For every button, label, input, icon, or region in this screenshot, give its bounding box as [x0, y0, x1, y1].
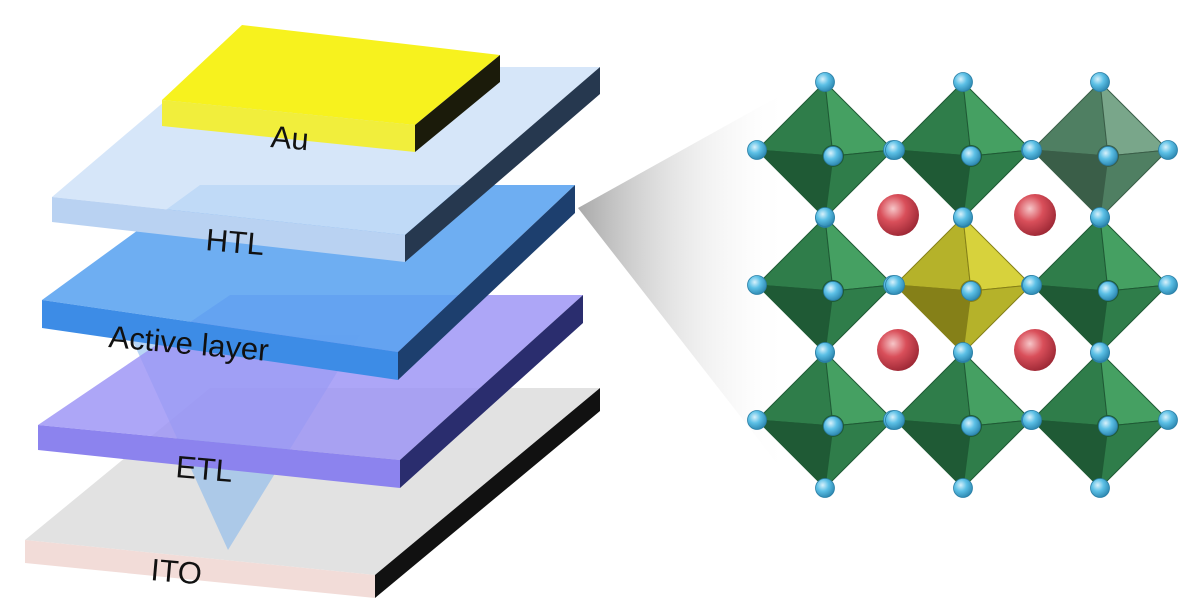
- anion-sphere: [747, 140, 767, 160]
- anion-sphere: [1022, 410, 1042, 430]
- octahedron-face: [1030, 419, 1109, 490]
- cation-sphere: [877, 329, 919, 371]
- anion-sphere: [953, 72, 973, 92]
- octahedron-face: [824, 149, 895, 220]
- ito-label: ITO: [149, 552, 203, 591]
- anion-sphere: [815, 342, 835, 362]
- au-label: Au: [269, 119, 310, 157]
- htl-side-face: [405, 67, 600, 262]
- anion-sphere: [1158, 140, 1178, 160]
- anion-sphere: [961, 416, 981, 436]
- octahedron-face: [962, 149, 1033, 220]
- octahedron-face: [1099, 215, 1170, 292]
- octahedron-face: [1099, 149, 1170, 220]
- anion-sphere: [885, 410, 905, 430]
- anion-sphere: [1098, 281, 1118, 301]
- octahedron-face: [1099, 350, 1170, 427]
- octahedron-face: [893, 419, 972, 490]
- octahedron-face: [893, 80, 972, 157]
- anion-sphere: [953, 207, 973, 227]
- anion-sphere: [823, 281, 843, 301]
- active-front-face: [42, 300, 398, 380]
- ito-side-face: [375, 388, 600, 598]
- perovskite-crystal-structure: [747, 72, 1178, 498]
- etl-front-face: [38, 425, 400, 488]
- au-side-face: [415, 55, 500, 152]
- anion-sphere: [885, 140, 905, 160]
- anion-sphere: [1022, 275, 1042, 295]
- octahedron-face: [1099, 80, 1170, 157]
- octahedron-face: [962, 284, 1033, 355]
- au-top-face: [162, 25, 500, 125]
- ito-front-face: [25, 540, 375, 598]
- anion-sphere: [1090, 342, 1110, 362]
- anion-sphere: [747, 275, 767, 295]
- anion-sphere: [1158, 410, 1178, 430]
- anion-sphere: [961, 281, 981, 301]
- anion-sphere: [1158, 275, 1178, 295]
- anion-sphere: [953, 342, 973, 362]
- etl-label: ETL: [174, 449, 234, 489]
- octahedron-face: [1099, 284, 1170, 355]
- anion-sphere: [885, 275, 905, 295]
- anion-sphere: [823, 146, 843, 166]
- anion-sphere: [815, 207, 835, 227]
- cation-sphere: [1014, 194, 1056, 236]
- cation-sphere: [1014, 329, 1056, 371]
- anion-sphere: [747, 410, 767, 430]
- active-side-face: [398, 185, 575, 380]
- anion-sphere: [1090, 478, 1110, 498]
- octahedron-face: [824, 80, 895, 157]
- anion-sphere: [823, 416, 843, 436]
- anion-sphere: [1098, 416, 1118, 436]
- cation-sphere: [877, 194, 919, 236]
- zoom-beam: [578, 90, 790, 480]
- htl-label: HTL: [204, 222, 265, 262]
- octahedron-face: [962, 80, 1033, 157]
- etl-side-face: [400, 295, 583, 488]
- anion-sphere: [953, 478, 973, 498]
- anion-sphere: [961, 146, 981, 166]
- octahedron-face: [1030, 80, 1109, 157]
- octahedron-face: [824, 284, 895, 355]
- anion-sphere: [1022, 140, 1042, 160]
- octahedron-face: [755, 419, 834, 490]
- anion-sphere: [1090, 72, 1110, 92]
- anion-sphere: [1090, 207, 1110, 227]
- au-front-face: [162, 100, 415, 152]
- octahedron-face: [962, 419, 1033, 490]
- layer-stack: ITO ETL Active layer HTL: [25, 25, 600, 598]
- anion-sphere: [1098, 146, 1118, 166]
- octahedron-face: [824, 419, 895, 490]
- layer-au: Au: [162, 25, 500, 157]
- htl-front-face: [52, 197, 405, 262]
- octahedron-face: [1099, 419, 1170, 490]
- anion-sphere: [815, 478, 835, 498]
- anion-sphere: [815, 72, 835, 92]
